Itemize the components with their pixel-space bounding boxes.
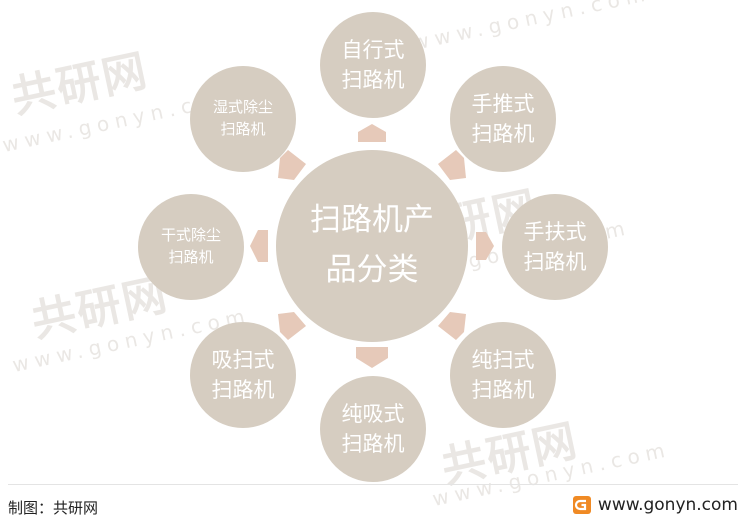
node-label: 手推式扫路机: [471, 91, 535, 146]
arrow-downright-icon: [438, 312, 466, 340]
arrow-upright-icon: [438, 150, 466, 180]
arrow-upleft-icon: [278, 150, 306, 180]
node-label: 自行式扫路机: [341, 37, 405, 92]
node-label: 干式除尘扫路机: [160, 226, 221, 266]
center-label: 扫路机产品分类: [310, 202, 434, 288]
node-label: 纯扫式扫路机: [471, 347, 535, 402]
node-self-propelled: 自行式扫路机: [320, 12, 426, 118]
arrow-up-icon: [358, 124, 386, 142]
node-label: 湿式除尘扫路机: [212, 98, 273, 138]
node-label: 纯吸式扫路机: [341, 401, 405, 456]
website-url: www.gonyn.com: [597, 495, 738, 515]
node-walk-behind: 手扶式扫路机: [502, 194, 608, 300]
arrow-down-icon: [356, 347, 388, 368]
center-node: 扫路机产品分类: [276, 150, 468, 342]
gonyn-logo-icon: [572, 495, 592, 515]
arrows-layer: [250, 124, 494, 368]
node-label: 吸扫式扫路机: [211, 347, 275, 402]
footer-website: www.gonyn.com: [572, 495, 738, 515]
node-suction-sweep: 吸扫式扫路机: [190, 322, 296, 428]
node-label: 手扶式扫路机: [523, 219, 587, 274]
node-hand-push: 手推式扫路机: [450, 66, 556, 172]
node-wet-dust: 湿式除尘扫路机: [190, 66, 296, 172]
node-pure-suction: 纯吸式扫路机: [320, 376, 426, 482]
node-pure-sweep: 纯扫式扫路机: [450, 322, 556, 428]
footer-source: 制图：共研网: [8, 499, 99, 517]
arrow-right-icon: [476, 232, 494, 260]
node-dry-dust: 干式除尘扫路机: [138, 194, 244, 300]
arrow-left-icon: [250, 230, 268, 262]
footer-divider: [8, 484, 738, 485]
arrow-downleft-icon: [278, 312, 306, 340]
